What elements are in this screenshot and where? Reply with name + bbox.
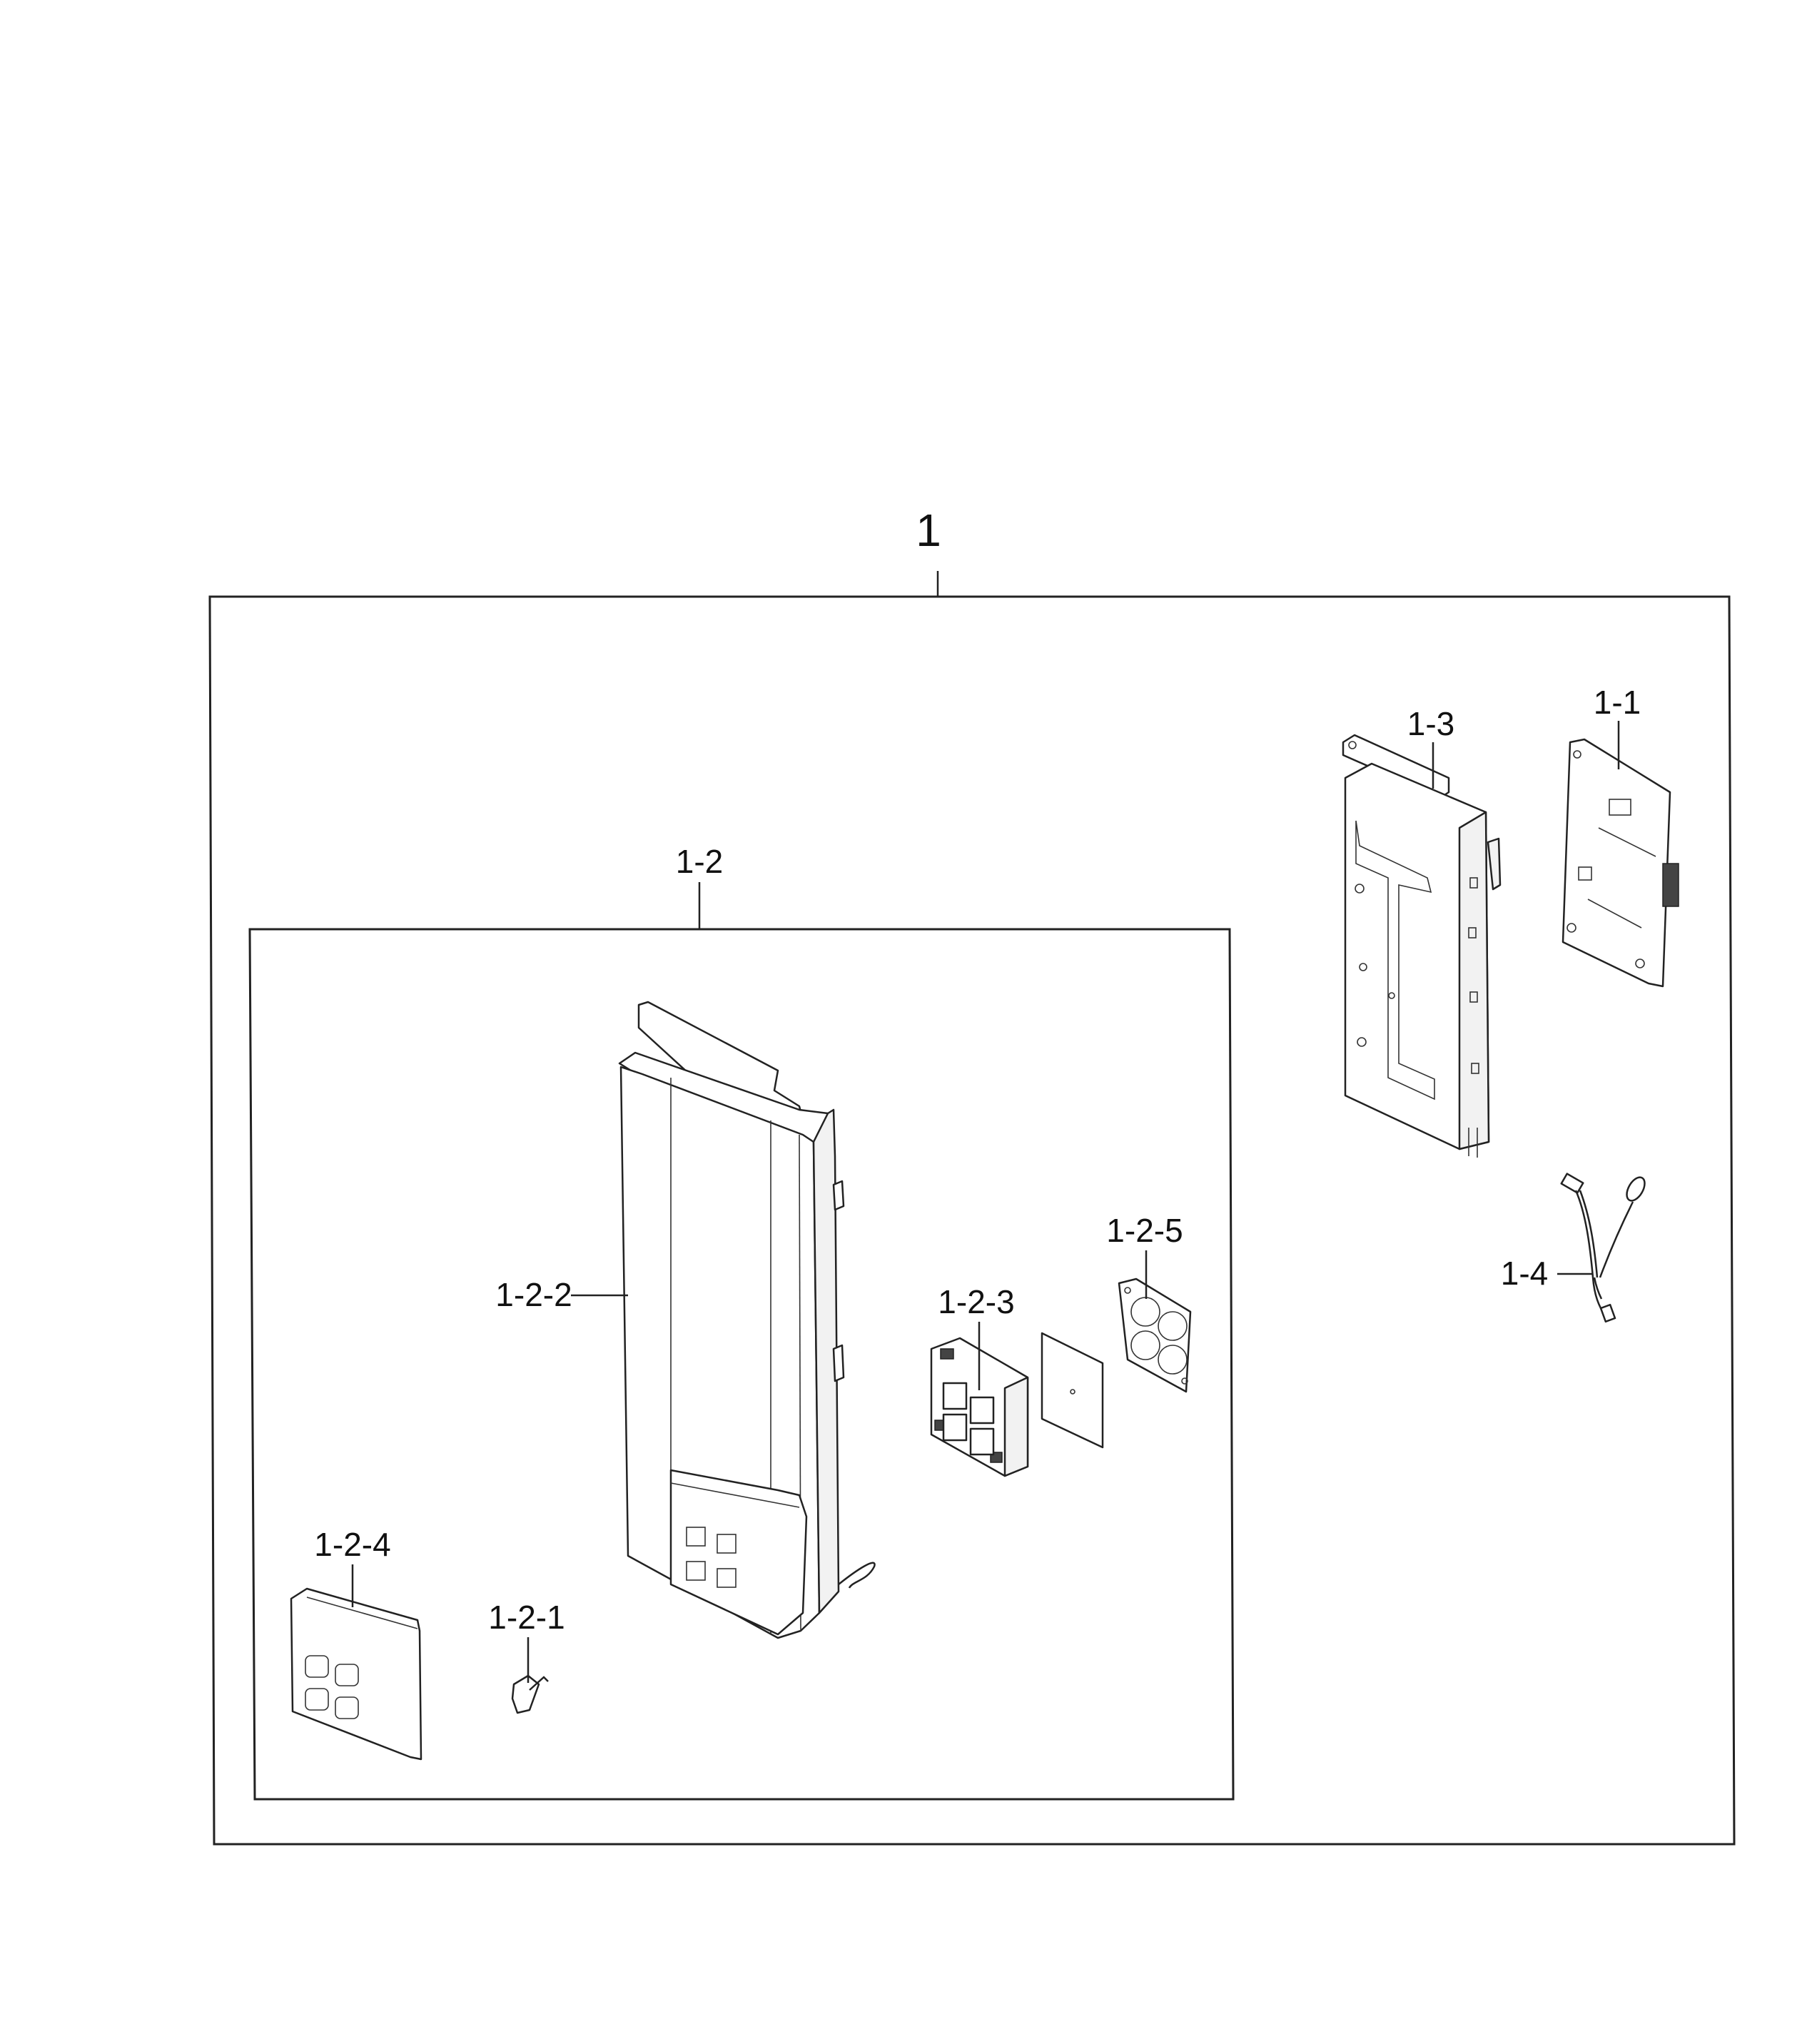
label-assembly-1: 1: [916, 505, 941, 556]
button-membrane-part: [1118, 1278, 1192, 1393]
label-clip-1-2-1: 1-2-1: [488, 1599, 565, 1636]
label-cover-1-2-2: 1-2-2: [495, 1276, 572, 1313]
cover-assy-frame: [248, 928, 1235, 1801]
button-board-part: [930, 1337, 1029, 1477]
label-button-board-1-2-3: 1-2-3: [938, 1283, 1014, 1320]
label-button-membrane-1-2-5: 1-2-5: [1106, 1212, 1183, 1249]
assembly-frame: [208, 595, 1736, 1846]
label-cover-assy-1-2: 1-2: [676, 843, 723, 880]
membrane-sheet-part: [1041, 1332, 1104, 1449]
label-pcb-1-1: 1-1: [1594, 684, 1641, 721]
button-cap-part: [290, 1587, 422, 1761]
wire-harness-part: [1560, 1173, 1646, 1323]
pcb-part: [1562, 738, 1679, 988]
clip-part: [511, 1674, 549, 1714]
bracket-part: [1342, 734, 1502, 1158]
cover-part: [618, 1001, 876, 1639]
label-bracket-1-3: 1-3: [1407, 705, 1454, 742]
label-button-cap-1-2-4: 1-2-4: [314, 1526, 390, 1563]
label-wire-harness-1-4: 1-4: [1501, 1255, 1548, 1292]
